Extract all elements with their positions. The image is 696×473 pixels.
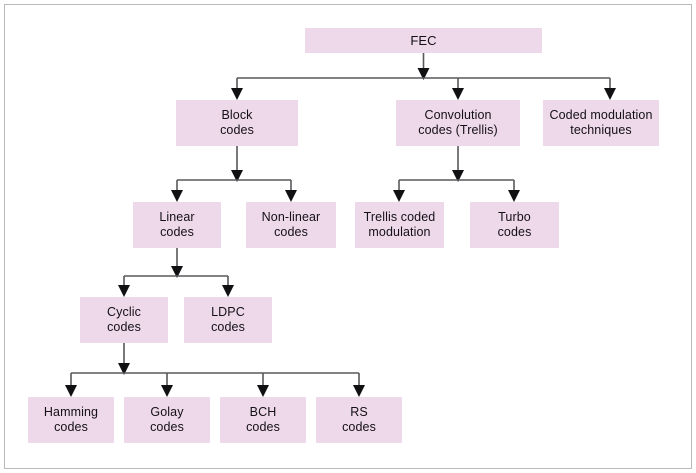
node-block-codes[interactable]: Block codes — [176, 100, 298, 146]
node-ldpc-codes[interactable]: LDPC codes — [184, 297, 272, 343]
arrowhead-bch — [257, 385, 269, 397]
diagram-frame-border — [4, 4, 692, 469]
node-trellis-coded-modulation[interactable]: Trellis coded modulation — [355, 202, 444, 248]
arrowhead-linear-stem — [171, 266, 183, 278]
node-cyclic-codes[interactable]: Cyclic codes — [80, 297, 168, 343]
node-turbo-codes[interactable]: Turbo codes — [470, 202, 559, 248]
node-hamming-codes[interactable]: Hamming codes — [28, 397, 114, 443]
node-fec[interactable]: FEC — [305, 28, 542, 53]
arrowhead-hamming — [65, 385, 77, 397]
node-linear-codes[interactable]: Linear codes — [133, 202, 221, 248]
arrowhead-cyclic-stem — [118, 363, 130, 375]
arrowhead-conv-stem — [452, 170, 464, 182]
arrowhead-nonlinear — [285, 190, 297, 202]
arrowhead-tcm — [393, 190, 405, 202]
arrowhead-fec-stem — [417, 68, 430, 80]
node-bch-codes[interactable]: BCH codes — [220, 397, 306, 443]
arrowhead-block-stem — [231, 170, 243, 182]
arrowhead-ldpc — [222, 285, 234, 297]
arrowhead-block — [231, 88, 243, 100]
node-non-linear-codes[interactable]: Non-linear codes — [246, 202, 336, 248]
arrowhead-golay — [161, 385, 173, 397]
arrowhead-rs — [353, 385, 365, 397]
node-coded-modulation[interactable]: Coded modulation techniques — [543, 100, 659, 146]
node-convolution-codes[interactable]: Convolution codes (Trellis) — [396, 100, 520, 146]
arrowhead-linear — [171, 190, 183, 202]
arrowhead-codedmod — [604, 88, 616, 100]
node-golay-codes[interactable]: Golay codes — [124, 397, 210, 443]
arrowhead-cyclic — [118, 285, 130, 297]
node-rs-codes[interactable]: RS codes — [316, 397, 402, 443]
arrowhead-conv — [452, 88, 464, 100]
arrowhead-turbo — [508, 190, 520, 202]
